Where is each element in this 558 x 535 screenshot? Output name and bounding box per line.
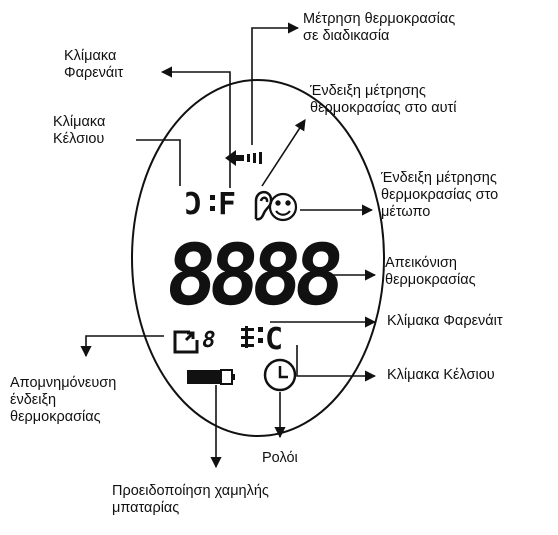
smiley-icon [268, 192, 298, 222]
leader-memory [80, 335, 164, 358]
label-temp-display: Απεικόνιση θερμοκρασίας [385, 255, 476, 288]
label-forehead-indicator: Ένδειξη μέτρησης θερμοκρασίας στο μέτωπο [381, 170, 499, 220]
label-measuring: Μέτρηση θερμοκρασίας σε διαδικασία [303, 11, 456, 44]
label-low-battery: Προειδοποίηση χαμηλής μπαταρίας [112, 483, 269, 516]
leader-celsius-top [136, 139, 181, 186]
label-celsius-right: Κλίμακα Κέλσιου [387, 367, 495, 383]
fahrenheit-top-symbol: F [218, 187, 237, 222]
label-fahrenheit-top: Κλίμακα Φαρενάιτ [64, 48, 124, 81]
label-memory: Απομνημόνευση ένδειξη θερμοκρασίας [10, 375, 117, 425]
battery-icon [187, 369, 235, 385]
lcd-outline [131, 79, 385, 437]
label-clock: Ρολόι [262, 450, 298, 466]
measuring-arrow-icon [225, 150, 262, 166]
leader-measuring [251, 22, 300, 145]
memory-icon [173, 330, 199, 354]
celsius-bottom-symbol: C [265, 322, 284, 357]
label-fahrenheit-right: Κλίμακα Φαρενάιτ [387, 313, 503, 329]
degree-marks-top [210, 195, 215, 211]
ear-icon [254, 190, 273, 221]
leader-fahrenheit-top [160, 66, 231, 188]
degree-marks-bottom [258, 327, 263, 343]
leader-celsius-right [296, 345, 377, 382]
celsius-top-symbol: C [184, 187, 203, 222]
fahrenheit-segment-icon [241, 326, 254, 348]
leader-ear [261, 119, 306, 187]
clock-icon [263, 358, 297, 392]
temperature-digits: 8888 [160, 226, 342, 324]
label-celsius-top: Κλίμακα Κέλσιου [53, 114, 106, 147]
label-ear-indicator: Ένδειξη μέτρησης θερμοκρασίας στο αυτί [310, 83, 457, 116]
